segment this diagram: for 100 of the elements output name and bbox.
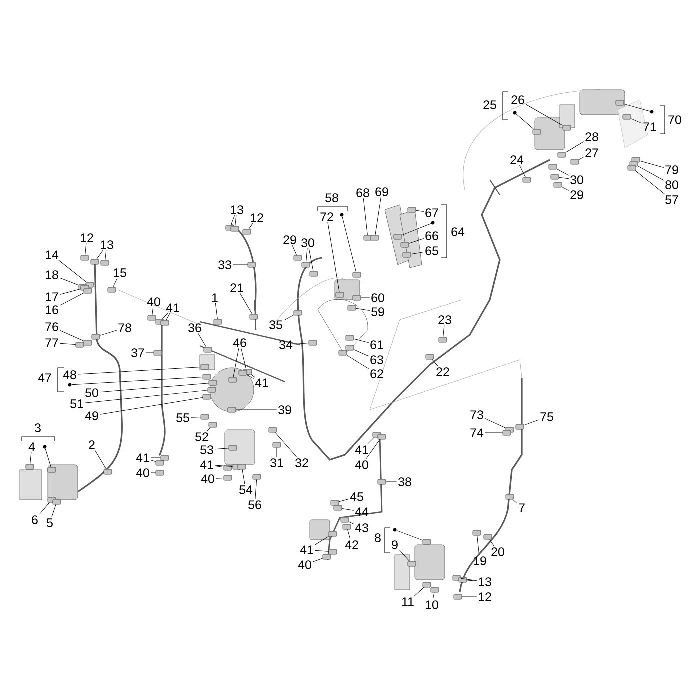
callout-number: 46 (233, 338, 246, 348)
callout-number: 39 (278, 406, 292, 414)
small-part (370, 235, 380, 241)
group-number: 25 (484, 100, 496, 110)
small-part (402, 252, 412, 258)
small-part (84, 288, 92, 294)
leader-line (524, 420, 540, 426)
small-part (108, 287, 116, 293)
leader-line (375, 197, 382, 236)
leader-line (214, 466, 224, 468)
callout-number: 5 (47, 518, 53, 528)
small-part (506, 494, 514, 500)
small-part (242, 229, 252, 235)
small-part (394, 234, 402, 240)
leader-line (366, 439, 380, 460)
group-number: 64 (452, 228, 465, 236)
leader-line (72, 377, 204, 386)
leader-line (635, 170, 666, 195)
leader-line (60, 343, 76, 345)
small-part (348, 305, 356, 311)
small-part (160, 320, 170, 326)
leader-line (275, 432, 298, 458)
small-part (330, 500, 340, 506)
small-part (452, 575, 462, 581)
callout-number: 40 (147, 298, 160, 306)
small-part (248, 262, 256, 268)
leader-line (640, 160, 664, 168)
callout-number: 41 (355, 446, 368, 454)
callout-number: 78 (118, 324, 132, 332)
leader-line (342, 216, 357, 273)
leader-line (240, 293, 253, 315)
leader-line (39, 502, 50, 515)
callout-number: 52 (196, 432, 208, 442)
callout-number: 11 (402, 598, 414, 606)
leader-line (166, 313, 170, 321)
leader-line (348, 522, 354, 524)
leader-line (230, 215, 236, 226)
small-part (76, 342, 84, 348)
small-part (364, 235, 372, 241)
leader-line (477, 535, 480, 556)
small-part (328, 549, 338, 555)
callout-number: 50 (86, 388, 98, 398)
group-number: 8 (375, 534, 381, 542)
callout-number: 54 (240, 486, 253, 494)
leader-line (512, 499, 518, 504)
leader-line (466, 580, 478, 582)
callout-number: 37 (132, 348, 144, 358)
leader-line (348, 529, 351, 540)
leader-line (52, 504, 56, 518)
leader-line (105, 250, 107, 261)
small-part (90, 259, 100, 265)
small-part (26, 464, 34, 470)
callout-number: 66 (426, 232, 438, 240)
leader-line (60, 292, 84, 306)
callout-number: 2 (89, 440, 95, 450)
callout-number: 59 (372, 308, 384, 316)
leader-line (460, 578, 478, 582)
callout-number: 13 (231, 206, 244, 214)
callout-number: 15 (114, 268, 126, 278)
small-part (336, 292, 344, 298)
callout-number: 63 (370, 356, 384, 364)
leader-line (276, 447, 278, 458)
leader-line (95, 450, 107, 470)
small-part (532, 129, 542, 135)
callout-number: 13 (479, 578, 492, 586)
small-part (104, 469, 112, 475)
leader-line (562, 186, 570, 191)
small-part (426, 354, 434, 360)
callout-number: 53 (200, 446, 214, 454)
callout-number: 19 (474, 556, 486, 566)
small-part (622, 114, 632, 120)
leader-line (85, 243, 87, 256)
leader-line (314, 536, 330, 546)
small-part (516, 424, 524, 430)
leader-line (214, 448, 230, 450)
small-part (458, 577, 468, 583)
leader-line (578, 157, 584, 160)
leader-line (308, 248, 314, 272)
callout-number: 28 (586, 132, 598, 142)
callout-number: 34 (280, 340, 293, 350)
leader-line (100, 383, 210, 393)
small-part (502, 430, 512, 436)
leader-line (241, 348, 247, 370)
callout-number: 27 (586, 148, 598, 158)
leader-line (242, 469, 246, 485)
callout-number: 44 (355, 508, 369, 516)
small-part (224, 475, 232, 481)
leader-line (294, 343, 310, 345)
callout-number: 68 (356, 188, 370, 198)
small-part (156, 470, 164, 476)
leader-line (443, 325, 445, 338)
callout-number: 31 (270, 458, 284, 468)
callout-number: 7 (519, 504, 525, 512)
leader-line (354, 338, 370, 344)
small-part (472, 530, 482, 536)
callout-number: 45 (350, 492, 364, 502)
callout-number: 4 (28, 442, 36, 452)
leader-line (60, 330, 84, 342)
group-number: 58 (326, 194, 338, 202)
group-number: 3 (35, 424, 41, 432)
